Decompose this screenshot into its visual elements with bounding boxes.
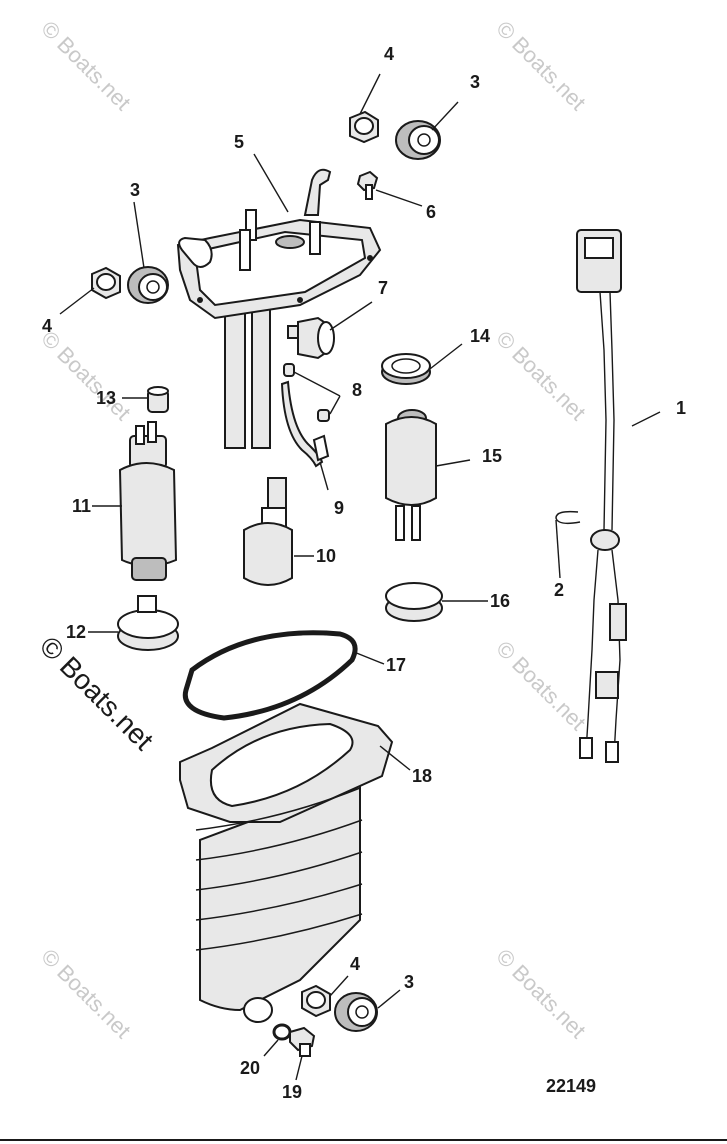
callout-labels: 1 2 3 3 3 4 4 4 5 6 7 8 9 10 11 12 13 14… [42, 44, 686, 1102]
callout-3-top: 3 [470, 72, 480, 92]
part-3-grommet-top [395, 120, 441, 160]
callout-10: 10 [316, 546, 336, 566]
callout-16: 16 [490, 591, 510, 611]
callout-15: 15 [482, 446, 502, 466]
callout-19: 19 [282, 1082, 302, 1102]
watermark-mid-right: © Boats.net [491, 326, 590, 425]
callout-1: 1 [676, 398, 686, 418]
callout-14: 14 [470, 326, 490, 346]
callout-18: 18 [412, 766, 432, 786]
part-1-wiring-harness [576, 229, 627, 763]
watermark-mid-left: © Boats.net [36, 326, 135, 425]
part-11-fuel-pump [118, 421, 178, 581]
part-13-bushing [147, 386, 169, 413]
part-9-fuel-hose [280, 380, 330, 468]
part-18-fuel-housing [179, 702, 394, 1023]
callout-6: 6 [426, 202, 436, 222]
watermark-top-left: © Boats.net [36, 16, 135, 115]
part-7-pressure-regulator [287, 316, 335, 360]
callout-9: 9 [334, 498, 344, 518]
part-16-retainer-ring [385, 582, 443, 622]
callout-5: 5 [234, 132, 244, 152]
part-4-plug-top [349, 110, 379, 144]
part-12-retainer-ring [117, 595, 179, 651]
part-15-fuel-pump [385, 409, 437, 541]
part-14-seal [381, 353, 431, 385]
watermark-low-right: © Boats.net [491, 636, 590, 735]
watermark-bottom-right: © Boats.net [491, 944, 590, 1043]
leader-lines [59, 73, 661, 1081]
part-5-bracket-cover [176, 168, 382, 449]
part-3-grommet-bottom [334, 992, 378, 1032]
part-17-o-ring [182, 630, 358, 721]
part-10-fuel-filter [243, 477, 293, 586]
callout-13: 13 [96, 388, 116, 408]
callout-17: 17 [386, 655, 406, 675]
callout-20: 20 [240, 1058, 260, 1078]
callout-8: 8 [352, 380, 362, 400]
bottom-border [0, 1139, 727, 1141]
part-3-grommet-left [127, 266, 169, 304]
part-6-screw [356, 170, 379, 200]
callout-4-bottom: 4 [350, 954, 360, 974]
watermark-top-right: © Boats.net [491, 16, 590, 115]
callout-2: 2 [554, 580, 564, 600]
callout-4-left: 4 [42, 316, 52, 336]
callout-12: 12 [66, 622, 86, 642]
callout-11: 11 [72, 496, 91, 516]
callout-7: 7 [378, 278, 388, 298]
diagram-number: 22149 [546, 1076, 596, 1096]
callout-3-bottom: 3 [404, 972, 414, 992]
part-2-clip [555, 510, 581, 525]
part-4-plug-left [91, 266, 121, 300]
part-19-drain-plug [289, 1026, 316, 1057]
callout-3-left: 3 [130, 180, 140, 200]
watermark-bottom-left: © Boats.net [36, 944, 135, 1043]
callout-4-top: 4 [384, 44, 394, 64]
part-20-washer [272, 1023, 292, 1041]
part-8-caps [283, 363, 330, 422]
part-4-plug-bottom [301, 984, 331, 1018]
